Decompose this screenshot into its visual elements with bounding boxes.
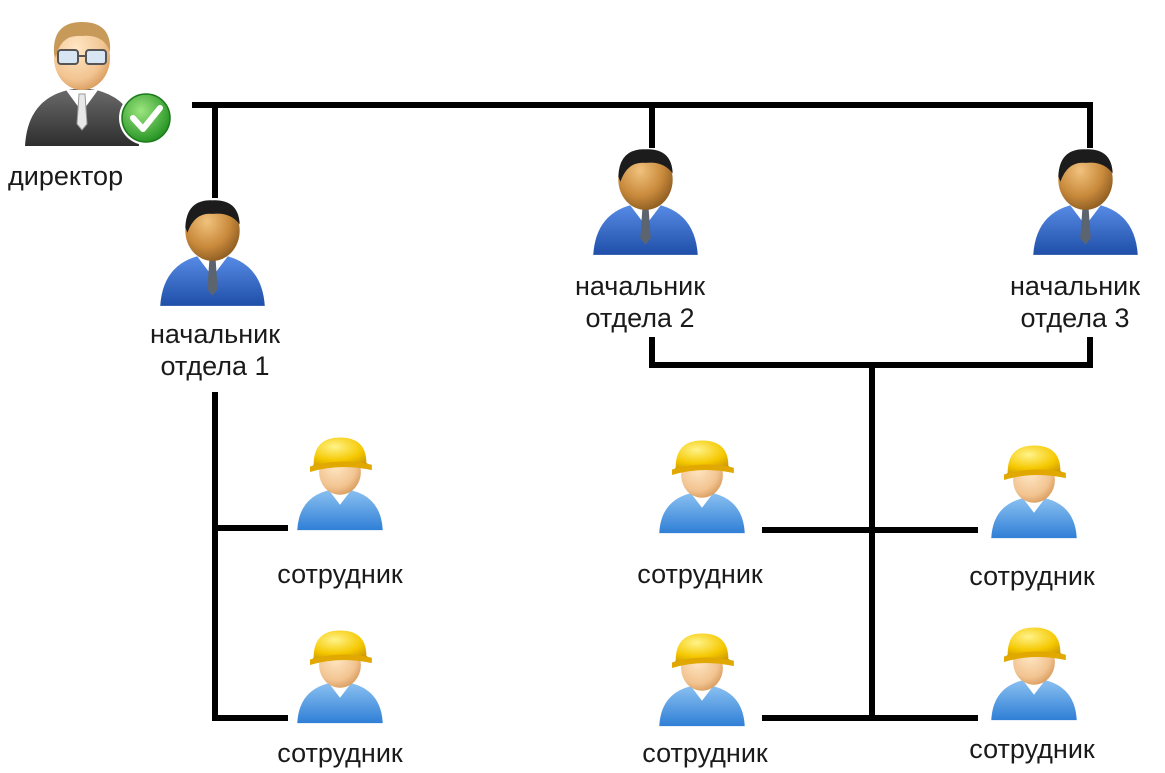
head3-label-line1: начальник bbox=[1009, 271, 1141, 301]
emp3-label: сотрудник bbox=[637, 559, 763, 589]
emp1-label: сотрудник bbox=[277, 559, 403, 589]
head3-label-line2: отдела 3 bbox=[1020, 303, 1130, 333]
head1-label: начальник отдела 1 bbox=[115, 318, 315, 382]
emp2-worker-icon bbox=[297, 630, 383, 724]
emp4-label: сотрудник bbox=[969, 561, 1095, 591]
director-node[interactable] bbox=[24, 21, 173, 147]
head3-label: начальник отдела 3 bbox=[975, 270, 1165, 334]
director-label: директор bbox=[8, 161, 124, 191]
emp5-label: сотрудник bbox=[642, 738, 768, 768]
emp2-label: сотрудник bbox=[277, 738, 403, 768]
emp5-worker-icon bbox=[659, 633, 745, 727]
head2-person-icon bbox=[593, 149, 698, 255]
emp6-worker-icon bbox=[991, 627, 1077, 721]
emp4-worker-icon bbox=[991, 445, 1077, 539]
head2-label-line2: отдела 2 bbox=[585, 303, 695, 333]
emp6-label: сотрудник bbox=[969, 734, 1095, 764]
head3-person-icon bbox=[1033, 149, 1138, 255]
emp1-worker-icon bbox=[297, 437, 383, 531]
emp3-worker-icon bbox=[659, 440, 745, 534]
approved-check-icon bbox=[119, 91, 173, 145]
head1-label-line2: отдела 1 bbox=[160, 351, 270, 381]
head1-person-icon bbox=[160, 200, 265, 306]
head2-label-line1: начальник bbox=[574, 271, 706, 301]
head1-label-line1: начальник bbox=[149, 319, 281, 349]
head2-label: начальник отдела 2 bbox=[540, 270, 740, 334]
